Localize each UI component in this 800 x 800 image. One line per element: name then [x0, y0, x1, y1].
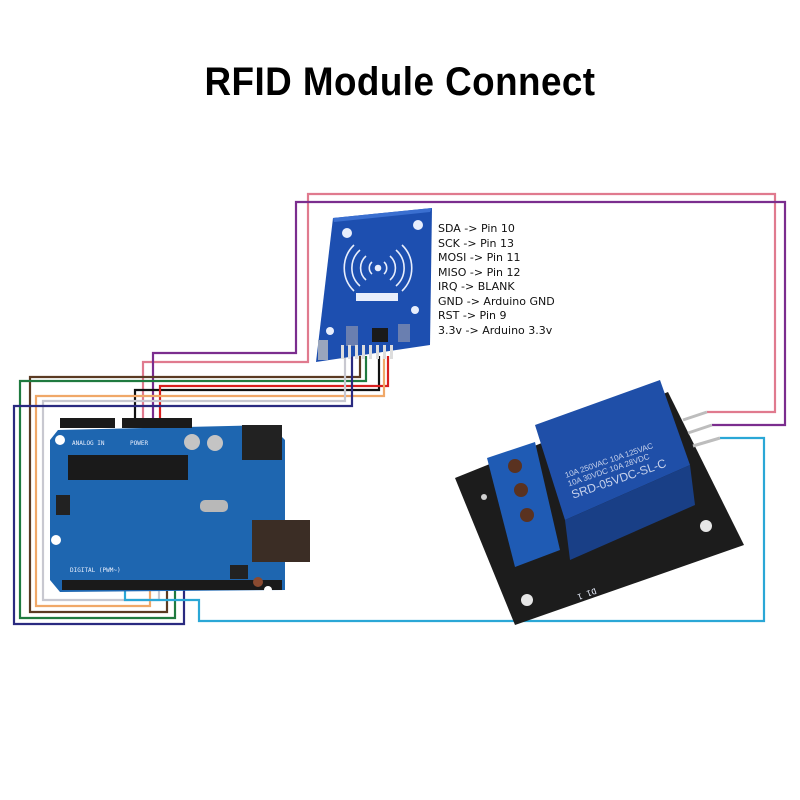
relay-module: 10A 250VAC 10A 125VAC 10A 30VDC 10A 28VD… — [455, 380, 744, 625]
diagram-title: RFID Module Connect — [204, 60, 596, 104]
wire-pink — [141, 192, 777, 420]
arduino-board: ANALOG IN POWER DIGITAL (PWM~) — [50, 418, 310, 594]
wire-orange — [34, 356, 386, 608]
pin-map-row: IRQ -> BLANK — [438, 280, 515, 293]
wire-black — [133, 356, 381, 420]
pin-map-row: SCK -> Pin 13 — [438, 236, 514, 250]
pin-map-row: SDA -> Pin 10 — [438, 222, 515, 235]
wire-brown — [28, 356, 362, 614]
wire-cyan — [123, 436, 766, 623]
wire-grey — [41, 356, 347, 602]
digital-label: DIGITAL (PWM~) — [70, 567, 121, 574]
wire-navy — [12, 356, 354, 626]
wire-green — [18, 356, 368, 620]
analog-in-label: ANALOG IN — [72, 440, 105, 447]
pin-map-row: MISO -> Pin 12 — [438, 265, 521, 279]
pin-map-row: MOSI -> Pin 11 — [438, 251, 521, 264]
antenna-icon — [343, 244, 413, 292]
power-label: POWER — [130, 440, 148, 447]
pin-map-row: RST -> Pin 9 — [438, 309, 507, 322]
pin-map-legend: SDA -> Pin 10 SCK -> Pin 13 MOSI -> Pin … — [438, 222, 555, 338]
wire-purple — [151, 200, 787, 427]
wire-red — [158, 356, 390, 420]
pin-map-row: GND -> Arduino GND — [438, 294, 555, 308]
rfid-module — [316, 208, 432, 362]
pin-map-row: 3.3v -> Arduino 3.3v — [438, 323, 553, 337]
